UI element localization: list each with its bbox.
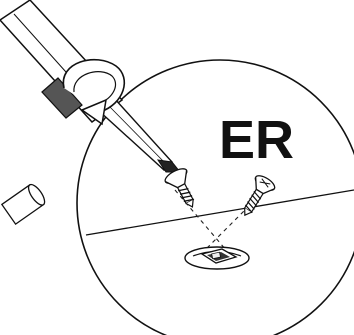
rotation-arrow-icon [62, 58, 126, 126]
detail-view-circle [76, 59, 354, 335]
dowel-icon [0, 183, 46, 226]
fastener-slot-icon [184, 246, 250, 270]
screw-icon [164, 168, 195, 208]
part-label: ER [219, 110, 294, 170]
panel-edge-line [85, 189, 354, 236]
screw-icon [243, 175, 276, 217]
